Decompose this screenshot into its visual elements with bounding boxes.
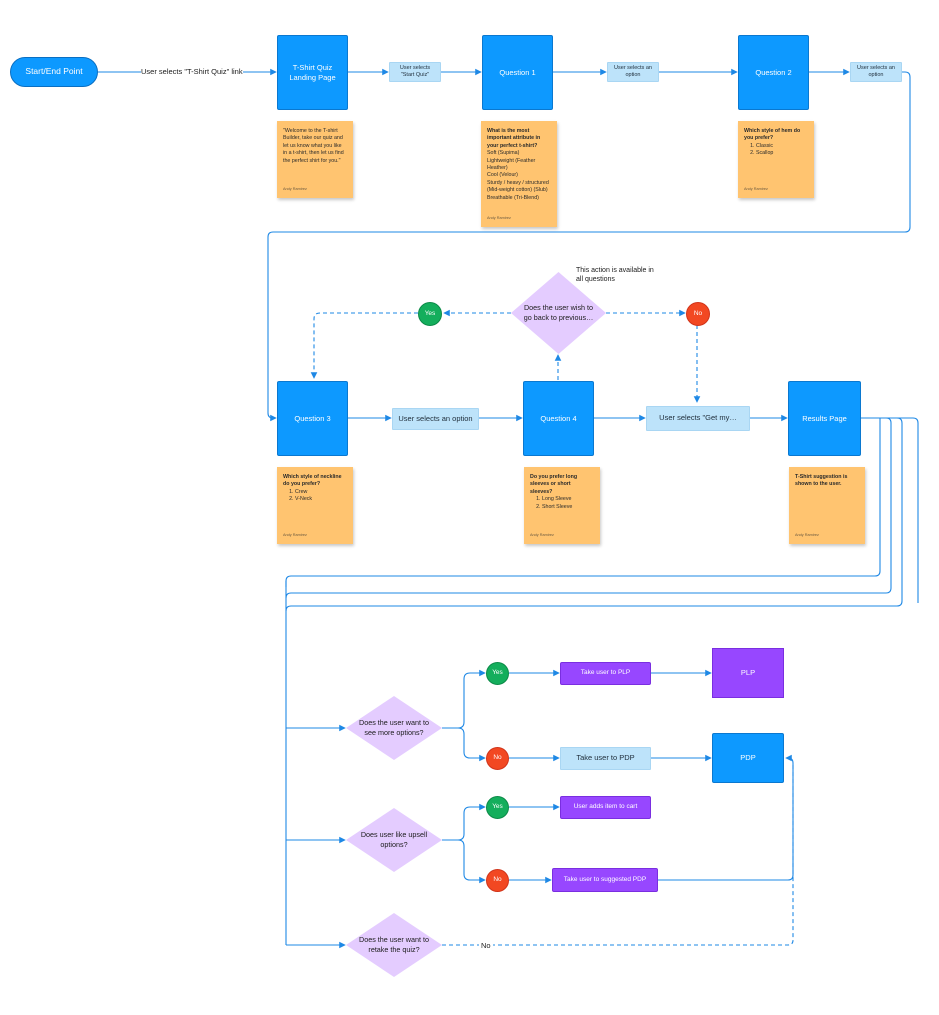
sticky-q1-line: Sturdy / heavy / structured (Mid-weight … [487, 179, 549, 194]
sticky-q3-title: Which style of neckline do you prefer? [283, 474, 342, 488]
take-to-plp-action: Take user to PLP [560, 662, 651, 685]
sticky-note-welcome: "Welcome to the T-shirt Builder, take ou… [277, 121, 353, 198]
decision-more-options-label: Does the user want to see more options? [359, 717, 429, 737]
decision-go-back-label: Does the user wish to go back to previou… [523, 302, 594, 322]
sticky-q3-item: V-Neck [295, 496, 347, 503]
decision-upsell-label: Does user like upsell options? [360, 829, 428, 849]
select-option-action-2: User selects an option [850, 62, 902, 82]
sticky-author: Andy Ramirez [283, 532, 307, 537]
sticky-q1-line: Cool (Velour) [487, 172, 518, 179]
sticky-note-question-2: Which style of hem do you prefer? Classi… [738, 121, 814, 198]
sticky-q4-item: Long Sleeve [542, 496, 594, 503]
sticky-author: Andy Ramirez [487, 215, 511, 220]
sticky-q2-title: Which style of hem do you prefer? [744, 128, 801, 142]
decision-retake: Does the user want to retake the quiz? [346, 913, 442, 977]
results-page-box: Results Page [788, 381, 861, 456]
no-circle-go-back: No [686, 302, 710, 326]
get-my-action: User selects "Get my… [646, 406, 750, 431]
sticky-note-results: T-Shirt suggestion is shown to the user.… [789, 467, 865, 544]
decision-upsell: Does user like upsell options? [346, 808, 442, 872]
sticky-results-title: T-Shirt suggestion is shown to the user. [795, 474, 848, 488]
sticky-author: Andy Ramirez [283, 186, 307, 191]
question-4-box: Question 4 [523, 381, 594, 456]
decision-more-options: Does the user want to see more options? [346, 696, 442, 760]
sticky-note-question-3: Which style of neckline do you prefer? C… [277, 467, 353, 544]
sticky-welcome-text: "Welcome to the T-shirt Builder, take ou… [283, 128, 344, 164]
sticky-q1-title: What is the most important attribute in … [487, 128, 541, 149]
sticky-q4-item: Short Sleeve [542, 504, 594, 511]
question-3-box: Question 3 [277, 381, 348, 456]
edge-label-no-retake: No [479, 941, 493, 950]
start-quiz-action: User selects "Start Quiz" [389, 62, 441, 82]
sticky-note-question-4: Do you prefer long sleeves or short slee… [524, 467, 600, 544]
no-circle-upsell: No [486, 869, 509, 892]
no-circle-more-options: No [486, 747, 509, 770]
sticky-q1-line: Soft (Supima) [487, 150, 520, 157]
sticky-q2-item: Classic [756, 143, 808, 150]
sticky-q1-line: Breathable (Tri-Blend) [487, 194, 539, 201]
suggested-pdp-action: Take user to suggested PDP [552, 868, 658, 892]
sticky-q3-item: Crew [295, 489, 347, 496]
yes-circle-go-back: Yes [418, 302, 442, 326]
select-option-action-1: User selects an option [607, 62, 659, 82]
yes-circle-upsell: Yes [486, 796, 509, 819]
pdp-box: PDP [712, 733, 784, 783]
sticky-author: Andy Ramirez [530, 532, 554, 537]
question-2-box: Question 2 [738, 35, 809, 110]
sticky-author: Andy Ramirez [795, 532, 819, 537]
landing-page-box: T-Shirt Quiz Landing Page [277, 35, 348, 110]
sticky-q1-line: Lightweight (Feather Heather) [487, 157, 536, 172]
question-1-box: Question 1 [482, 35, 553, 110]
add-to-cart-action: User adds item to cart [560, 796, 651, 819]
sticky-q4-title: Do you prefer long sleeves or short slee… [530, 474, 578, 495]
edge-label-tshirt-quiz-link: User selects "T-Shirt Quiz" link [141, 67, 243, 76]
sticky-author: Andy Ramirez [744, 186, 768, 191]
start-end-point: Start/End Point [10, 57, 98, 87]
plp-box: PLP [712, 648, 784, 698]
decision-go-back: Does the user wish to go back to previou… [511, 272, 606, 354]
note-all-questions: This action is available in all question… [576, 267, 654, 284]
select-option-action-3: User selects an option [392, 408, 479, 430]
sticky-q2-item: Scallop [756, 150, 808, 157]
yes-circle-more-options: Yes [486, 662, 509, 685]
sticky-note-question-1: What is the most important attribute in … [481, 121, 557, 227]
take-to-pdp-action: Take user to PDP [560, 747, 651, 770]
decision-retake-label: Does the user want to retake the quiz? [359, 934, 429, 954]
